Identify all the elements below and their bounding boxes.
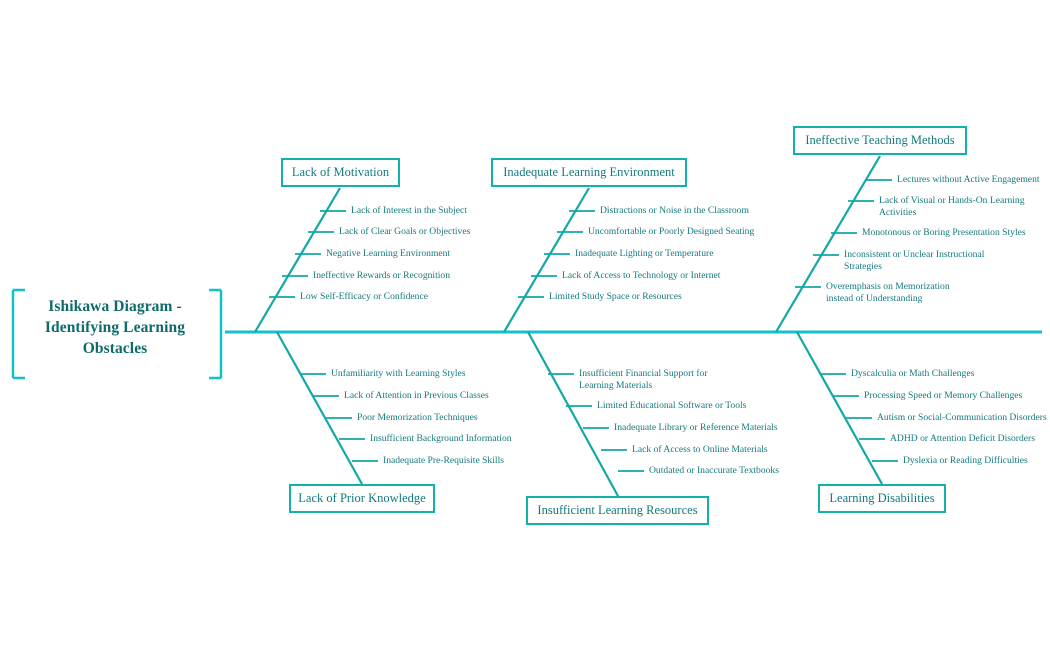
cause-label[interactable]: Inadequate Library or Reference Material… (614, 422, 778, 433)
cause-label[interactable]: Unfamiliarity with Learning Styles (331, 368, 466, 379)
cause-label[interactable]: Ineffective Rewards or Recognition (313, 270, 451, 281)
root-cause-title-line: Identifying Learning (44, 319, 186, 336)
cause-label[interactable]: Lack of Access to Online Materials (632, 444, 768, 455)
cause-label[interactable]: Lack of Attention in Previous Classes (344, 390, 489, 401)
branch-line-inadequate-learning-environment (503, 187, 590, 333)
category-box-lack-of-motivation[interactable]: Lack of Motivation (281, 158, 400, 187)
cause-label[interactable]: Negative Learning Environment (326, 248, 451, 259)
branch-line-insufficient-learning-resources (527, 331, 619, 497)
branch-line-lack-of-prior-knowledge (276, 331, 363, 485)
cause-label[interactable]: Outdated or Inaccurate Textbooks (649, 465, 779, 476)
cause-label[interactable]: Inadequate Pre-Requisite Skills (383, 455, 504, 466)
cause-label[interactable]: Autism or Social-Communication Disorders (877, 412, 1047, 423)
cause-label[interactable]: Distractions or Noise in the Classroom (600, 205, 749, 216)
cause-label[interactable]: Insufficient Background Information (370, 433, 512, 444)
cause-label[interactable]: Poor Memorization Techniques (357, 412, 478, 423)
root-cause-title-line: Obstacles (82, 340, 148, 357)
cause-label[interactable]: Lack of Clear Goals or Objectives (339, 226, 471, 237)
category-box-inadequate-learning-environment[interactable]: Inadequate Learning Environment (491, 158, 687, 187)
cause-label[interactable]: Lack of Access to Technology or Internet (562, 270, 721, 281)
branch-line-ineffective-teaching-methods (775, 155, 881, 333)
cause-label[interactable]: ADHD or Attention Deficit Disorders (890, 433, 1035, 444)
cause-label[interactable]: Uncomfortable or Poorly Designed Seating (588, 226, 755, 237)
cause-label[interactable]: Inconsistent or Unclear Instructional St… (844, 249, 985, 272)
root-cause-title-line: Ishikawa Diagram - (48, 298, 182, 315)
branch-line-learning-disabilities (796, 331, 883, 485)
cause-label[interactable]: Limited Study Space or Resources (549, 291, 682, 302)
category-box-ineffective-teaching-methods[interactable]: Ineffective Teaching Methods (793, 126, 967, 155)
cause-label[interactable]: Insufficient Financial Support for Learn… (579, 368, 708, 391)
cause-label[interactable]: Lack of Interest in the Subject (351, 205, 467, 216)
category-box-learning-disabilities[interactable]: Learning Disabilities (818, 484, 946, 513)
branch-line-lack-of-motivation (254, 187, 341, 333)
cause-label[interactable]: Limited Educational Software or Tools (597, 400, 747, 411)
category-box-insufficient-learning-resources[interactable]: Insufficient Learning Resources (526, 496, 709, 525)
cause-label[interactable]: Overemphasis on Memorization instead of … (826, 281, 950, 304)
cause-label[interactable]: Processing Speed or Memory Challenges (864, 390, 1023, 401)
cause-label[interactable]: Dyslexia or Reading Difficulties (903, 455, 1028, 466)
category-box-lack-of-prior-knowledge[interactable]: Lack of Prior Knowledge (289, 484, 435, 513)
cause-label[interactable]: Monotonous or Boring Presentation Styles (862, 227, 1026, 238)
cause-label[interactable]: Dyscalculia or Math Challenges (851, 368, 975, 379)
cause-label[interactable]: Low Self-Efficacy or Confidence (300, 291, 428, 302)
cause-label[interactable]: Inadequate Lighting or Temperature (575, 248, 714, 259)
cause-label[interactable]: Lectures without Active Engagement (897, 174, 1040, 185)
cause-label[interactable]: Lack of Visual or Hands-On Learning Acti… (879, 195, 1025, 218)
